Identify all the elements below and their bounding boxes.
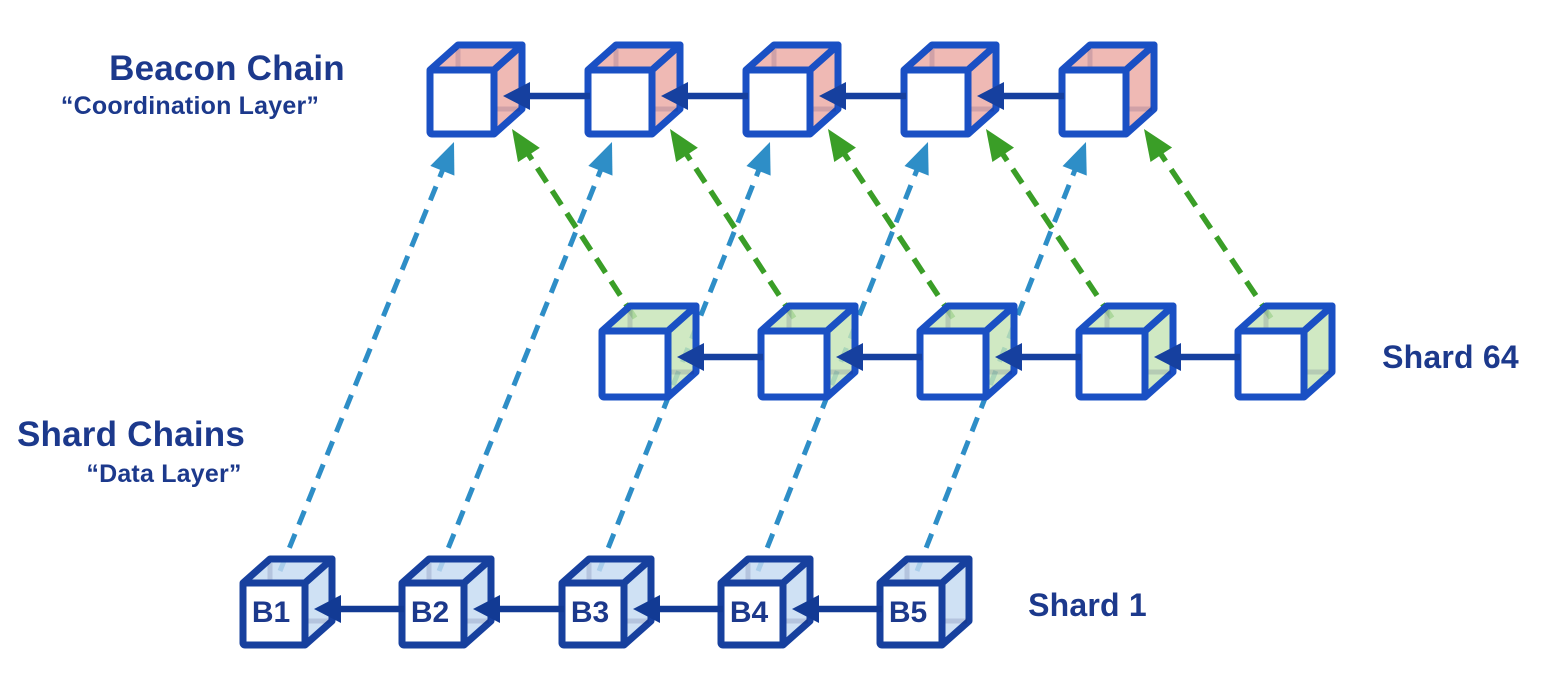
beacon-block-4	[900, 41, 1000, 138]
shard64-chain-arrow-2	[836, 343, 922, 371]
crosslink-shard1-4	[755, 165, 921, 572]
crosslink-shard1-3	[596, 165, 763, 572]
crosslink-arrowheads-teal	[430, 142, 1087, 176]
block-label-b5: B5	[888, 596, 928, 629]
shard64-block-2	[757, 302, 859, 401]
beacon-block-2	[584, 41, 684, 138]
beacon-chain-arrow-2	[661, 82, 748, 110]
shard64-chain-arrow-4	[1154, 343, 1240, 371]
crosslink-shard64-2	[681, 149, 797, 320]
shard1-block-4	[717, 555, 814, 649]
crosslink-arrowheads-green	[512, 129, 1173, 163]
crosslink-shard1-1	[277, 165, 447, 572]
beacon-block-5	[1058, 41, 1158, 138]
shard64-block-5	[1234, 302, 1336, 401]
block-label-b1: B1	[251, 596, 291, 629]
beacon-chain-blocks	[426, 41, 1158, 138]
shard64-chain-arrow-3	[995, 343, 1081, 371]
shard1-block-1	[239, 555, 336, 649]
crosslink-shard1-2	[436, 165, 605, 572]
shard-chains-subtitle: “Data Layer”	[86, 460, 242, 488]
crosslink-shard64-3	[840, 149, 956, 320]
crosslink-shard64-1	[523, 149, 638, 320]
beacon-chain-arrow-4	[977, 82, 1064, 110]
shard1-block-3	[558, 555, 655, 649]
shard1-chain-blocks	[239, 555, 973, 649]
block-label-b3: B3	[570, 596, 610, 629]
beacon-chain-arrows	[503, 82, 1064, 110]
shard1-chain-arrow-4	[792, 595, 882, 623]
shard64-chain-arrows	[677, 343, 1240, 371]
shard64-block-3	[916, 302, 1018, 401]
crosslink-shard64-5	[1156, 149, 1274, 320]
shard-64-label: Shard 64	[1382, 339, 1519, 375]
crosslink-shard1-5	[914, 165, 1079, 572]
crosslinks-shard1-to-beacon	[277, 165, 1079, 572]
beacon-block-1	[426, 41, 526, 138]
shard64-block-4	[1075, 302, 1177, 401]
block-label-b4: B4	[729, 596, 769, 629]
shard1-chain-arrows	[314, 595, 882, 623]
beacon-chain-arrow-1	[503, 82, 590, 110]
shard-1-label: Shard 1	[1028, 587, 1147, 623]
crosslinks-shard64-to-beacon	[523, 149, 1274, 320]
shard1-block-5	[876, 555, 973, 649]
shard64-chain-blocks	[598, 302, 1336, 401]
shard64-block-1	[598, 302, 700, 401]
shard-chains-title: Shard Chains	[16, 415, 245, 454]
shard1-block-2	[398, 555, 495, 649]
shard64-chain-arrow-1	[677, 343, 763, 371]
block-label-b2: B2	[410, 596, 450, 629]
crosslink-shard64-4	[998, 149, 1115, 320]
shard1-chain-arrow-1	[314, 595, 404, 623]
beacon-chain-arrow-3	[819, 82, 906, 110]
shard1-chain-arrow-2	[473, 595, 564, 623]
beacon-chain-subtitle: “Coordination Layer”	[60, 92, 320, 120]
shard1-chain-arrow-3	[633, 595, 723, 623]
beacon-block-3	[742, 41, 842, 138]
beacon-chain-title: Beacon Chain	[109, 49, 345, 88]
